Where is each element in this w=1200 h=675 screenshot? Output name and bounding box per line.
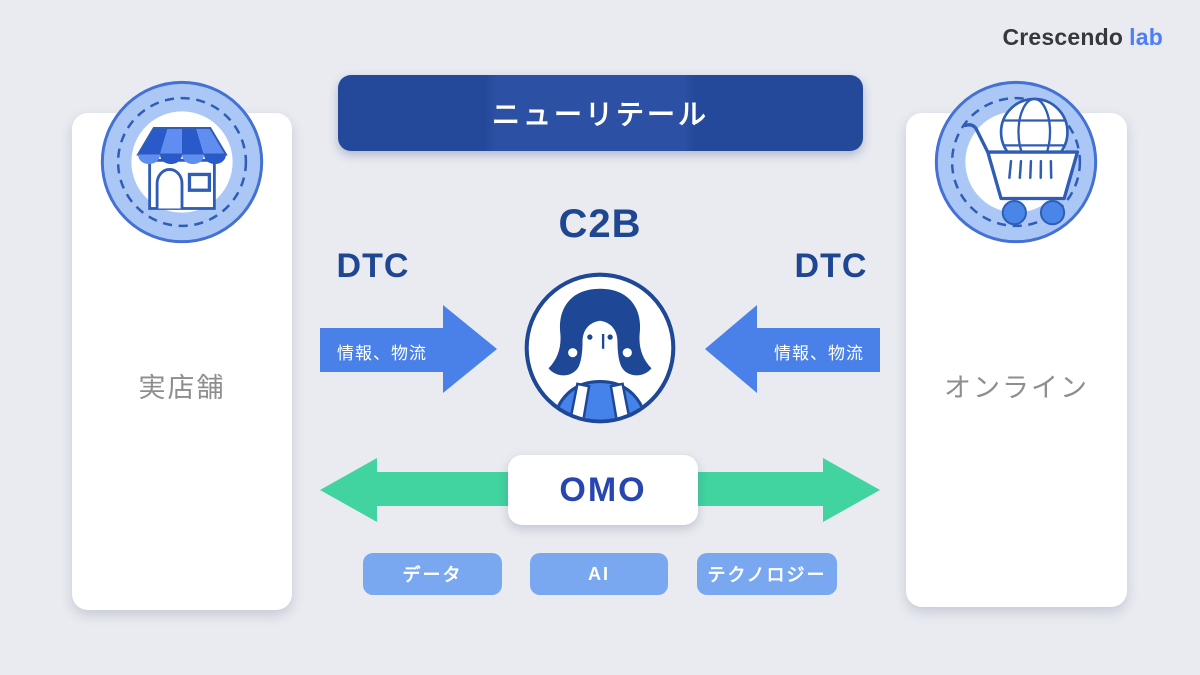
chip-technology-label: テクノロジー <box>707 565 827 585</box>
physical-store-label: 実店舗 <box>138 373 226 403</box>
omo-badge: OMO <box>508 455 698 525</box>
flow-arrow-left-text: 情報、物流 <box>337 344 427 363</box>
omo-label: OMO <box>559 470 647 509</box>
chip-data: データ <box>363 553 502 595</box>
chip-data-label: データ <box>402 565 463 585</box>
online-label: オンライン <box>944 373 1089 403</box>
customer-avatar <box>524 272 676 424</box>
c2b-label: C2B <box>558 202 642 246</box>
brand-suffix: lab <box>1129 24 1163 50</box>
title-banner: ニューリテール <box>338 75 863 151</box>
flow-arrow-right-text: 情報、物流 <box>774 344 864 363</box>
online-shopping-cart-icon <box>934 80 1098 244</box>
brand-name: Crescendo <box>1002 24 1124 50</box>
globe-icon <box>999 97 1069 167</box>
flow-arrow-left-icon <box>320 305 497 393</box>
title-text: ニューリテール <box>491 99 709 130</box>
chip-ai-label: AI <box>588 563 610 584</box>
dtc-right-label: DTC <box>794 247 868 285</box>
dtc-left-label: DTC <box>336 247 410 285</box>
chip-ai: AI <box>530 553 668 595</box>
storefront-icon <box>100 80 264 244</box>
chip-technology: テクノロジー <box>697 553 837 595</box>
flow-arrow-right-icon <box>705 305 880 393</box>
